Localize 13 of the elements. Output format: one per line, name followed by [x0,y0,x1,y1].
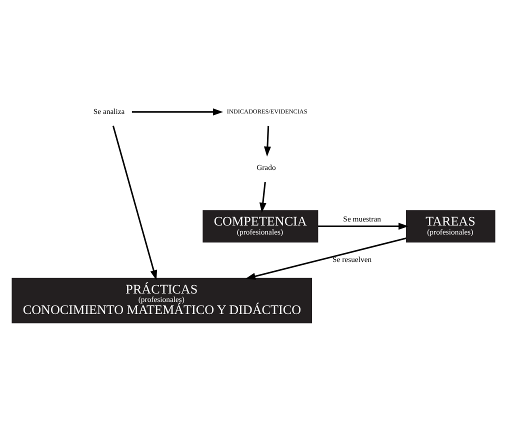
arrow [264,126,271,157]
node-box: PRÁCTICAS (profesionales) CONOCIMIENTO MATEMÁTICO Y DIDÁCTICO [12,278,312,324]
arrow [245,238,406,280]
node-box: TAREAS (profesionales) [406,210,496,242]
arrow [318,222,409,230]
arrow [259,182,266,213]
edge-label: Se resuelven [332,255,372,264]
arrow [132,108,224,116]
node-text: Se analiza [93,106,125,116]
arrow [112,126,158,280]
edge-label: Se muestran [343,214,381,224]
node-text: Grado [256,163,276,172]
node-box: COMPETENCIA (profesionales) [202,210,318,242]
